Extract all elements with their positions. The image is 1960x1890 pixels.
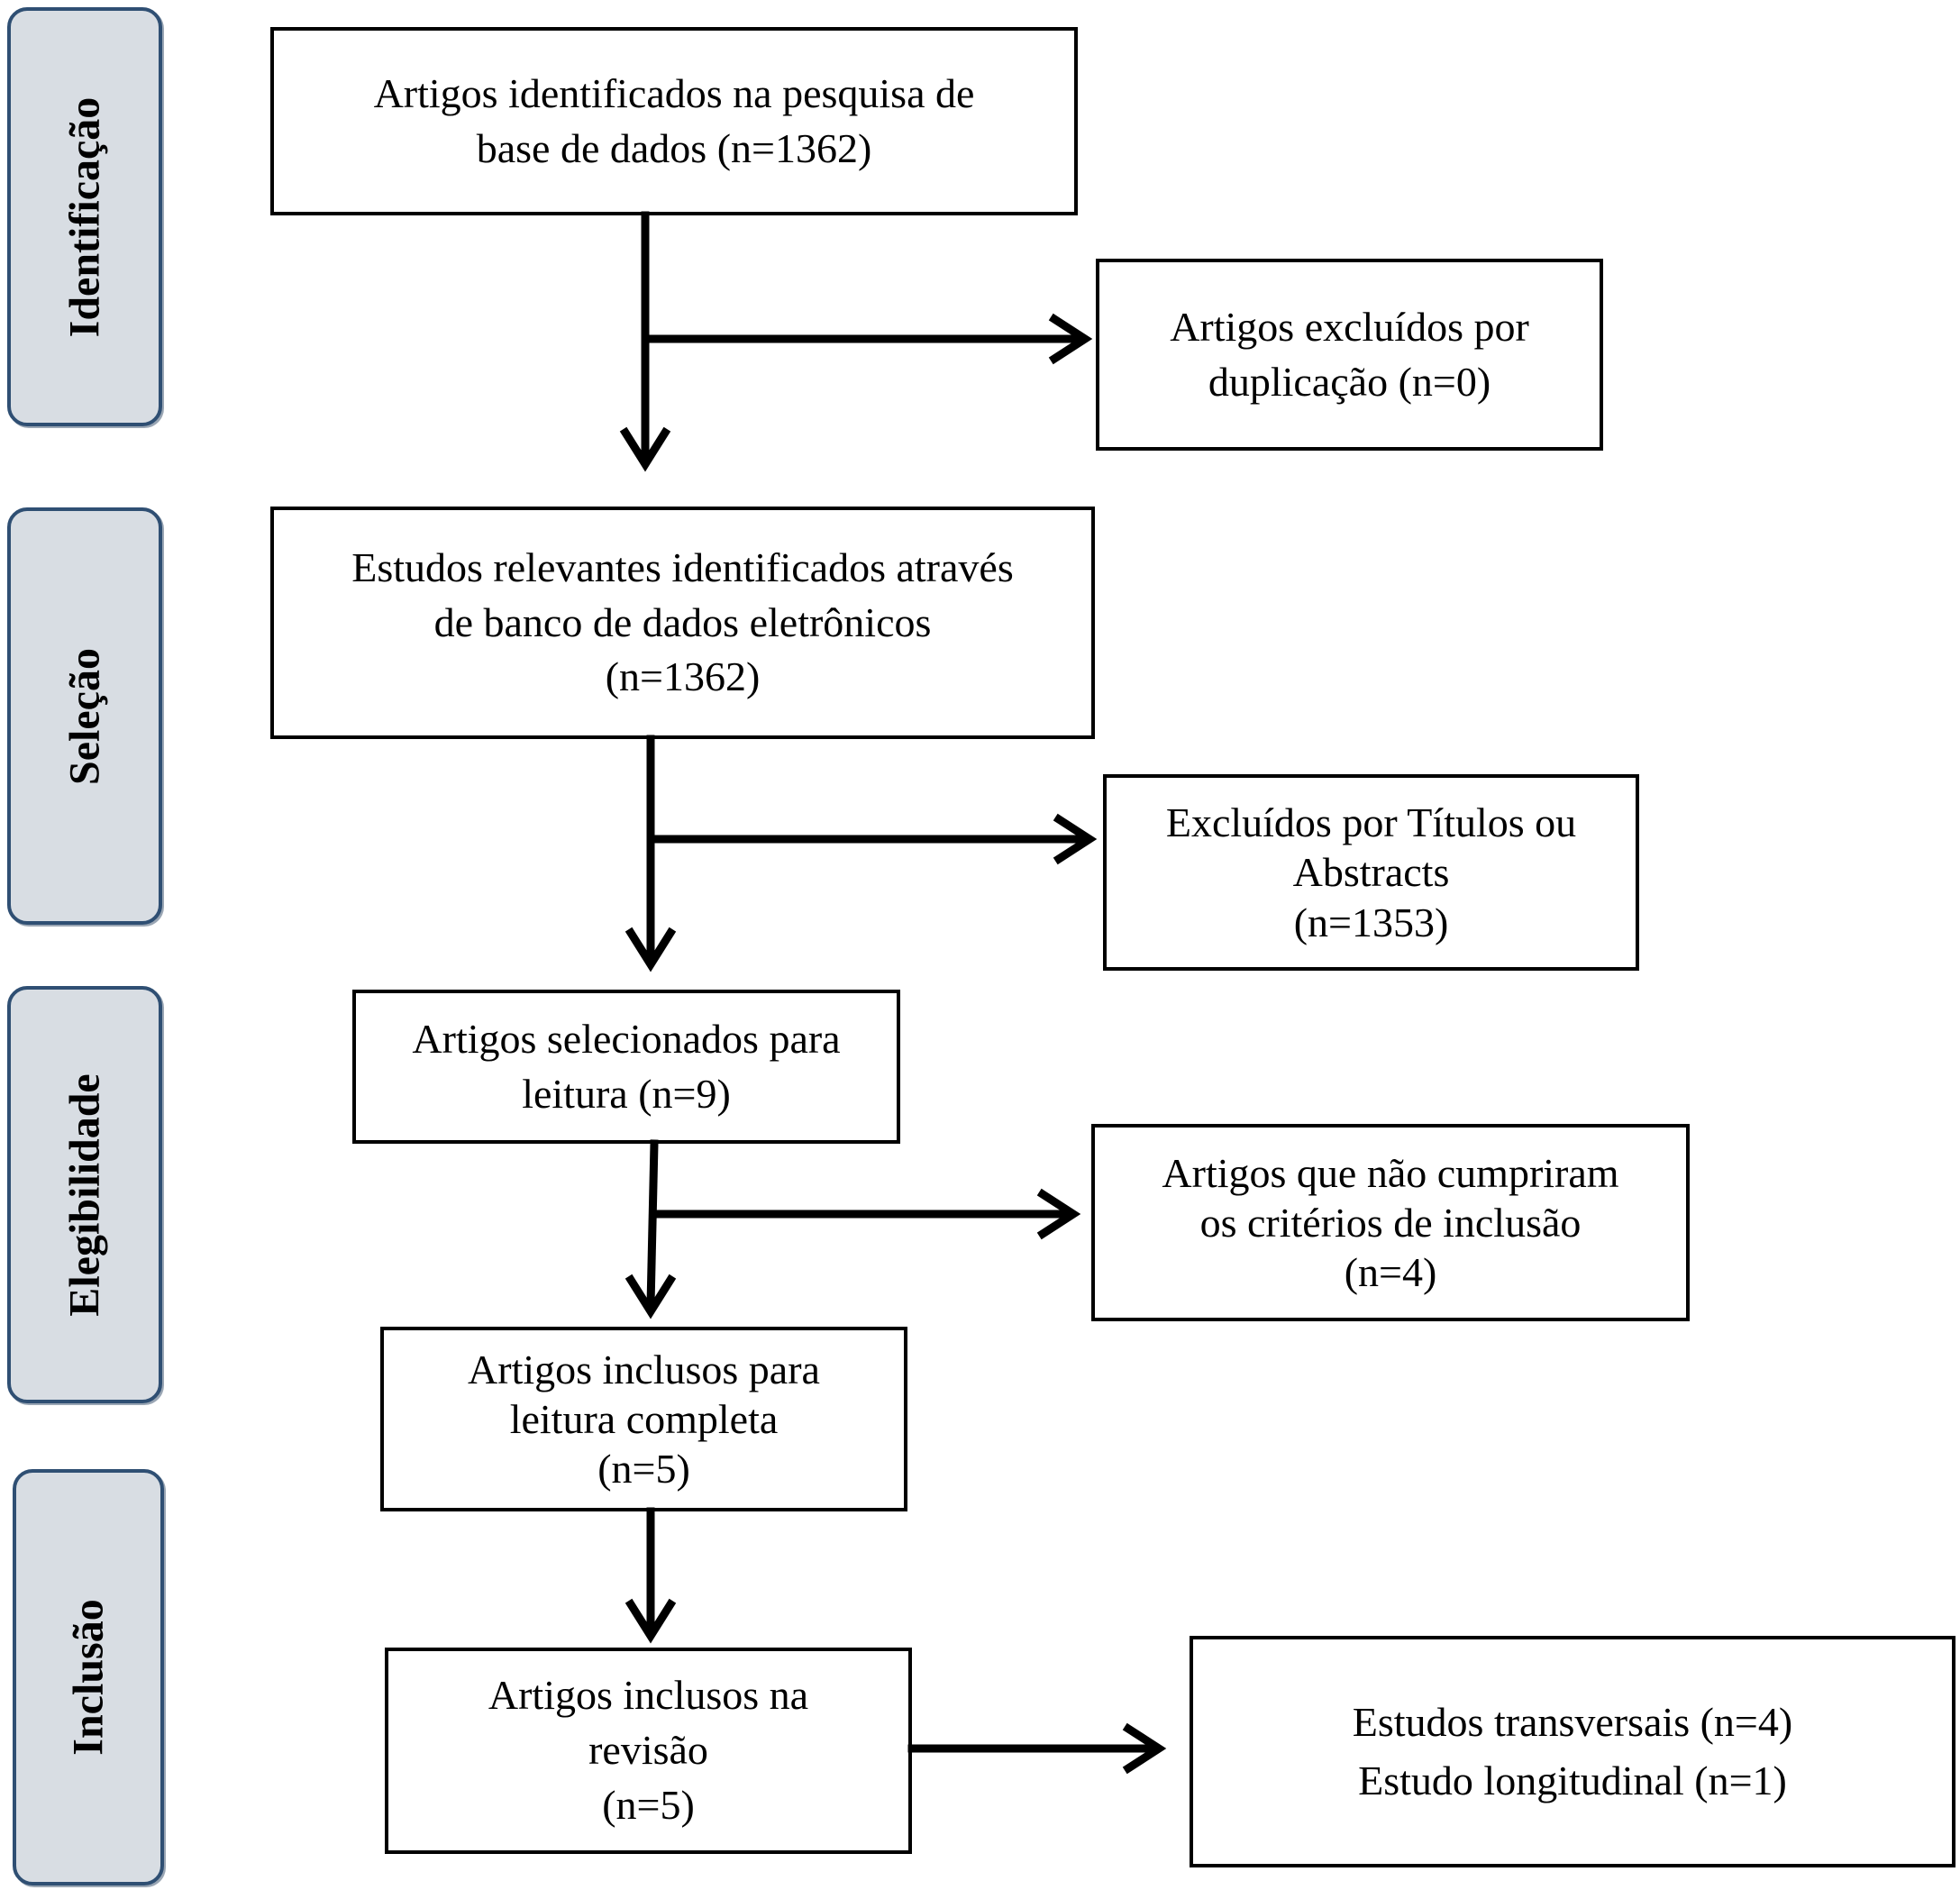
- box-relevant-line3: (n=1362): [605, 653, 761, 700]
- box-selected-for-reading: Artigos selecionados para leitura (n=9): [352, 990, 900, 1144]
- box-not-meeting-criteria: Artigos que não cumpriram os critérios d…: [1091, 1124, 1690, 1321]
- box-identified-records: Artigos identificados na pesquisa de bas…: [270, 27, 1078, 215]
- box-full-reading-line3: (n=5): [597, 1446, 690, 1493]
- box-study-types: Estudos transversais (n=4) Estudo longit…: [1190, 1636, 1955, 1867]
- arrowhead-study-types: [1122, 1722, 1167, 1775]
- box-excluded-duplicates-line2: duplicação (n=0): [1208, 358, 1491, 405]
- box-selected-reading-line1: Artigos selecionados para: [412, 1015, 841, 1062]
- box-included-in-review: Artigos inclusos na revisão (n=5): [385, 1648, 912, 1854]
- phase-selecao: Seleção: [7, 507, 162, 925]
- box-included-review-line2: revisão: [588, 1727, 708, 1774]
- phase-identificacao-label: Identificação: [60, 96, 109, 337]
- box-excluded-titles-line3: (n=1353): [1293, 899, 1449, 945]
- arrowhead-selected-down: [624, 1274, 677, 1319]
- box-excluded-titles-line2: Abstracts: [1292, 849, 1450, 896]
- box-full-text-reading: Artigos inclusos para leitura completa (…: [380, 1327, 907, 1511]
- box-excluded-titles-line1: Excluídos por Títulos ou: [1165, 799, 1577, 846]
- box-full-reading-line1: Artigos inclusos para: [468, 1346, 820, 1392]
- arrowhead-identified-down: [619, 426, 671, 472]
- box-not-criteria-line3: (n=4): [1344, 1249, 1437, 1296]
- box-identified-line2: base de dados (n=1362): [476, 124, 872, 171]
- box-not-criteria-line1: Artigos que não cumpriram: [1162, 1149, 1619, 1196]
- phase-identificacao: Identificação: [7, 7, 162, 426]
- phase-selecao-label: Seleção: [60, 647, 109, 785]
- arrow-selected-to-full: [646, 1139, 659, 1310]
- box-relevant-line2: de banco de dados eletrônicos: [433, 598, 932, 645]
- box-included-review-line3: (n=5): [602, 1781, 695, 1828]
- phase-elegibilidade: Elegibilidade: [7, 986, 162, 1403]
- arrowhead-excluded-duplicates: [1048, 313, 1093, 365]
- box-selected-reading-line2: leitura (n=9): [522, 1070, 731, 1117]
- box-excluded-duplicates-line1: Artigos excluídos por: [1170, 303, 1529, 350]
- phase-elegibilidade-label: Elegibilidade: [60, 1073, 109, 1317]
- box-relevant-studies: Estudos relevantes identificados através…: [270, 507, 1095, 739]
- box-included-review-line1: Artigos inclusos na: [488, 1672, 809, 1719]
- arrowhead-excluded-titles: [1053, 813, 1098, 865]
- box-excluded-duplicates: Artigos excluídos por duplicação (n=0): [1096, 259, 1603, 451]
- phase-inclusao: Inclusão: [13, 1469, 164, 1885]
- arrowhead-not-criteria: [1036, 1188, 1081, 1240]
- box-full-reading-line2: leitura completa: [509, 1395, 779, 1442]
- box-study-types-line1: Estudos transversais (n=4): [1352, 1699, 1793, 1746]
- box-not-criteria-line2: os critérios de inclusão: [1199, 1199, 1582, 1246]
- box-identified-line1: Artigos identificados na pesquisa de: [373, 69, 975, 116]
- box-study-types-line2: Estudo longitudinal (n=1): [1358, 1757, 1787, 1803]
- box-relevant-line1: Estudos relevantes identificados através: [351, 543, 1014, 590]
- arrowhead-relevant-down: [624, 927, 677, 972]
- phase-inclusao-label: Inclusão: [64, 1599, 113, 1756]
- box-excluded-titles-abstracts: Excluídos por Títulos ou Abstracts (n=13…: [1103, 774, 1639, 971]
- arrowhead-full-down: [624, 1598, 677, 1644]
